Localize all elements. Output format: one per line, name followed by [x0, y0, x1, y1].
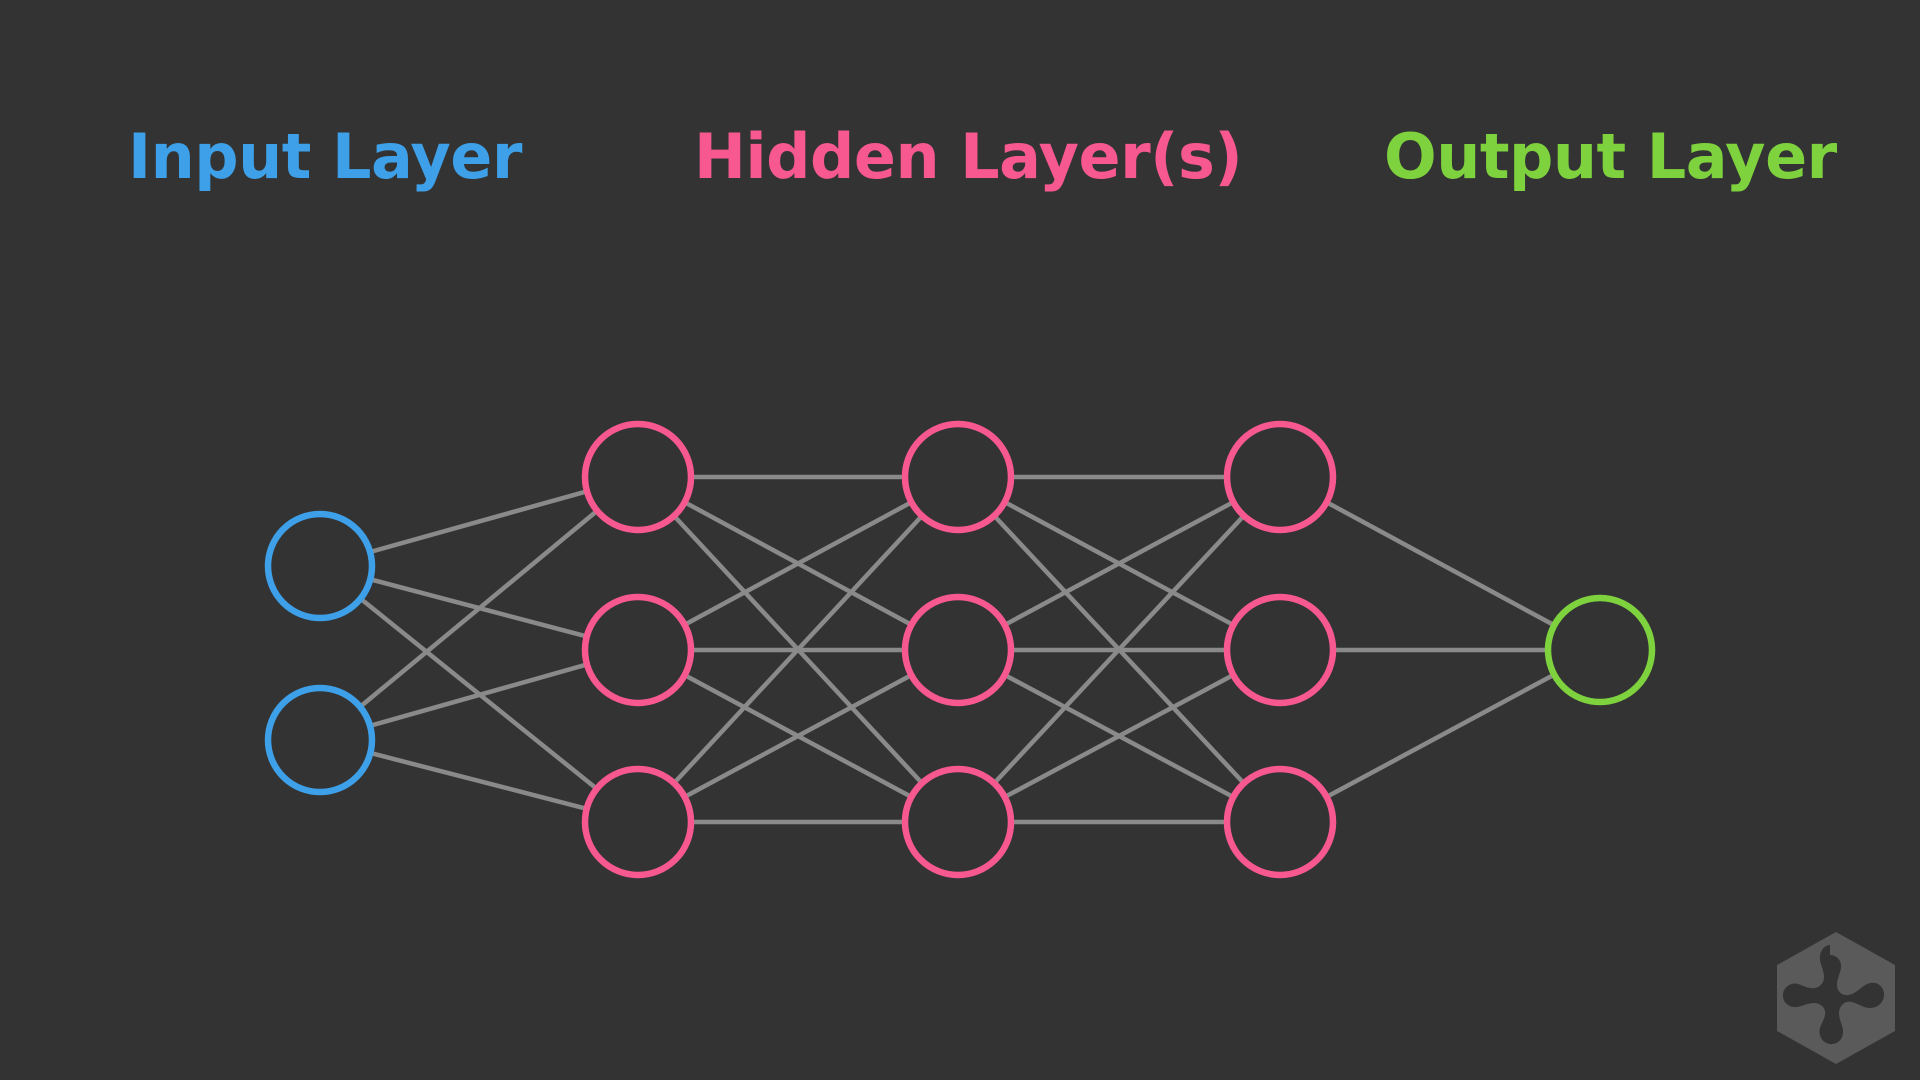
neuron-nodes	[264, 420, 1656, 879]
neuron-node-h3_1[interactable]	[1223, 420, 1337, 534]
hexagon-neuron-logo-icon	[1777, 932, 1895, 1064]
connection-edge	[682, 672, 914, 800]
output-layer-title: Output Layer	[1384, 120, 1837, 193]
connection-edge	[682, 499, 914, 628]
neuron-node-h1_3[interactable]	[581, 765, 695, 879]
neuron-node-i1[interactable]	[264, 510, 376, 622]
input-layer-title: Input Layer	[128, 120, 522, 193]
connection-edge	[367, 489, 590, 555]
neuron-node-h2_1[interactable]	[901, 420, 1015, 534]
neuron-node-i2[interactable]	[264, 684, 376, 796]
neuron-node-h2_2[interactable]	[901, 593, 1015, 707]
connection-edge	[1002, 499, 1236, 628]
connection-edge	[1002, 672, 1236, 800]
neuron-node-h2_3[interactable]	[901, 765, 1015, 879]
connection-edge	[368, 750, 589, 812]
neuron-node-h3_2[interactable]	[1223, 593, 1337, 707]
connection-edge	[367, 662, 590, 729]
connection-edge	[357, 508, 600, 710]
neuron-node-h1_1[interactable]	[581, 420, 695, 534]
connection-edge	[1324, 499, 1557, 628]
connection-edge	[991, 513, 1247, 786]
connection-edge	[671, 513, 925, 786]
neuron-node-o1[interactable]	[1544, 594, 1656, 706]
connection-edges	[357, 474, 1557, 825]
neuron-node-h3_3[interactable]	[1223, 765, 1337, 879]
neuron-node-h1_2[interactable]	[581, 593, 695, 707]
connection-edge	[1324, 672, 1557, 800]
hidden-layer-title: Hidden Layer(s)	[694, 120, 1243, 193]
